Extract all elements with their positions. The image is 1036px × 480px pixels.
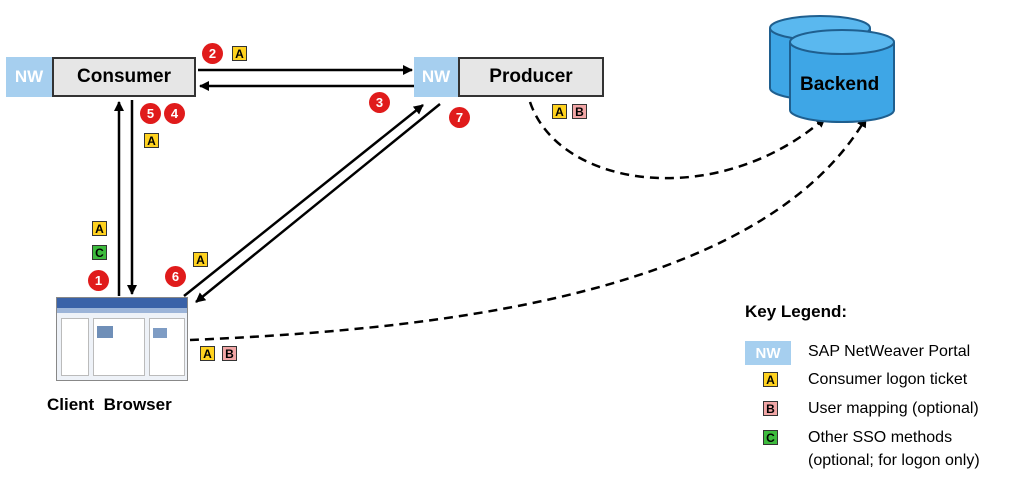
producer-box[interactable]: Producer [458,57,604,97]
legend-title: Key Legend: [745,302,848,321]
client-browser-screenshot[interactable] [56,297,188,381]
legend-c-text: Other SSO methods [808,429,953,446]
client-browser-label: Client Browser [47,395,172,414]
step-3-marker: 3 [369,92,390,113]
consumer-nw-tag: NW [6,57,52,97]
dashed-producer-to-backend [528,101,826,180]
dashed-browser-to-backend [189,117,868,342]
badge-a-step1: A [92,221,107,236]
producer-nw-tag: NW [414,57,458,97]
backend-database-icon [769,15,895,123]
step-7-marker: 7 [449,107,470,128]
badge-a-step6: A [193,252,208,267]
arrow-browser-to-producer [183,104,424,297]
arrow-producer-to-browser [195,103,441,303]
badge-a-producer: A [552,104,567,119]
step-1-marker: 1 [88,270,109,291]
legend-b-text: User mapping (optional) [808,400,979,417]
legend-a-text: Consumer logon ticket [808,371,968,388]
badge-b-producer: B [572,104,587,119]
legend-badge-a: A [763,372,778,387]
step-5-marker: 5 [140,103,161,124]
badge-a-consumer: A [144,133,159,148]
legend-nw-tag: NW [745,341,791,365]
badge-b-browser: B [222,346,237,361]
step-2-marker: 2 [202,43,223,64]
legend-badge-b: B [763,401,778,416]
badge-c-step1: C [92,245,107,260]
step-4-marker: 4 [164,103,185,124]
legend-nw-text: SAP NetWeaver Portal [808,343,971,360]
legend-badge-c: C [763,430,778,445]
badge-a-browser: A [200,346,215,361]
consumer-box[interactable]: Consumer [52,57,196,97]
legend-c-subtext: (optional; for logon only) [808,452,980,469]
step-6-marker: 6 [165,266,186,287]
badge-a-step2: A [232,46,247,61]
backend-label: Backend [800,74,880,95]
